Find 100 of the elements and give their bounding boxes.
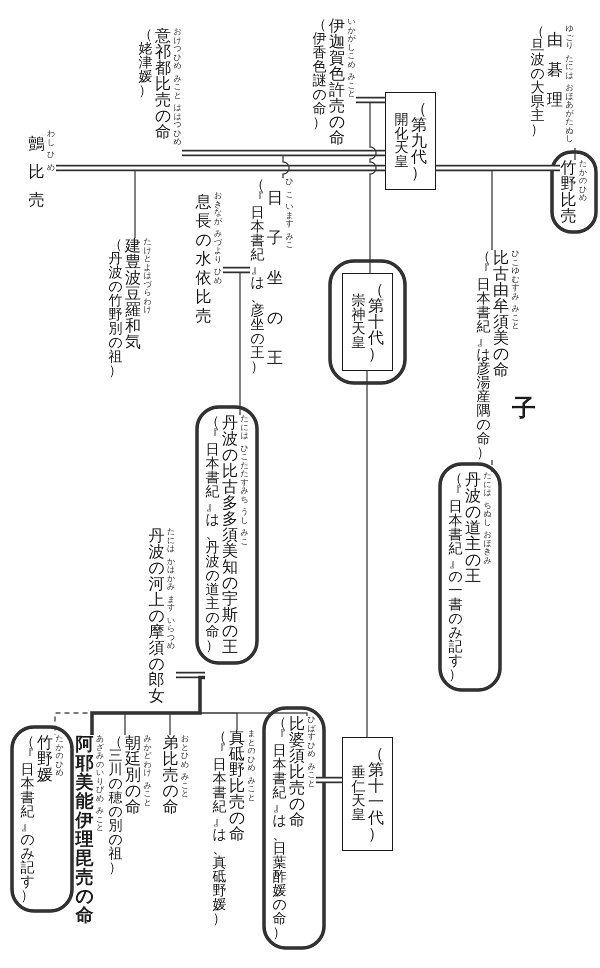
reading-text: たには xyxy=(483,472,492,498)
lineage-line xyxy=(239,272,250,415)
name-text: 丹波の道主の王 xyxy=(464,472,482,584)
reading-text: たには xyxy=(240,415,250,440)
lineage-line xyxy=(491,460,493,472)
reading-text: いかがしこめ xyxy=(347,18,356,69)
handwritten-character: 子 xyxy=(512,392,536,424)
reading-text: め xyxy=(46,164,56,172)
double-line xyxy=(316,776,342,784)
emperor-box xyxy=(342,273,394,371)
reading-text: たけとよはづらわけ xyxy=(143,238,152,314)
reading-text: みづより xyxy=(214,230,223,264)
name-text: 息長の水依比売 xyxy=(195,192,212,325)
reading-text: ひ xyxy=(46,151,56,160)
lineage-line xyxy=(199,676,308,716)
reading-text: みこと xyxy=(180,773,190,798)
name-text: 比古由牟須美の命 xyxy=(492,250,510,378)
lineage-line xyxy=(282,154,385,178)
reading-text: ひこたたすみち xyxy=(240,444,250,504)
reading-text: ひめ xyxy=(214,268,223,285)
reading-text: みこ xyxy=(240,529,250,546)
note-text: （旦波の大県主） xyxy=(530,25,545,137)
name-text: 意祁都比売の命 xyxy=(154,28,172,140)
name-text: 由碁理 xyxy=(546,29,564,111)
note-text: （三川の穂の別の祖） xyxy=(108,735,123,875)
name-text: 比婆須比売の命 xyxy=(288,716,306,828)
reading-text: ひばすひめ xyxy=(307,716,316,758)
reading-text: おきなが xyxy=(214,192,223,226)
name-text: 丹波の比古多多須美知の宇斯の王 xyxy=(222,415,238,655)
reading-text: たには xyxy=(565,54,574,80)
reading-text: います xyxy=(285,203,294,228)
emperor-box xyxy=(342,737,394,851)
lineage-line xyxy=(369,102,385,273)
name-text: 竹野媛 xyxy=(36,735,54,783)
name-text: 真砥野比売の命 xyxy=(228,730,246,842)
reading-text: みこと xyxy=(247,776,256,802)
reading-text: みこと xyxy=(173,74,182,100)
double-line xyxy=(182,150,385,156)
name-text: 丹波の河上の摩須の郎女 xyxy=(148,528,165,704)
note-text: 開化天皇 xyxy=(394,113,409,169)
reading-text: こ xyxy=(285,190,294,199)
note-text: 垂仁天皇 xyxy=(351,766,366,822)
reading-text: ひ xyxy=(285,178,294,186)
note-text: 崇神天皇 xyxy=(351,294,366,350)
lineage-line xyxy=(134,170,385,238)
note-text: （丹波の竹野別の祖） xyxy=(108,238,123,378)
reading-text: ゆごり xyxy=(565,25,574,50)
reading-text: おけつひめ xyxy=(173,28,182,70)
reading-text: おとひめ xyxy=(180,735,190,769)
name-text: 伊迦賀色許売の命 xyxy=(328,18,346,146)
lineage-line xyxy=(366,371,368,737)
reading-text: みこと xyxy=(347,73,356,98)
lineage-line xyxy=(436,170,493,250)
lineage-line xyxy=(574,148,576,160)
reading-text: かはかみ xyxy=(166,558,176,592)
reading-text: たかのひめ xyxy=(578,160,588,202)
note-text: （姥津媛） xyxy=(138,28,153,98)
reading-text: ます xyxy=(166,596,176,612)
reading-text: みこと xyxy=(511,305,520,330)
reading-text: おほあがたぬし xyxy=(565,84,574,144)
note-text: （『日本書紀』は、彦坐の王） xyxy=(250,178,265,374)
lineage-line xyxy=(90,676,205,735)
note-text: （『日本書紀』は、丹波の道主の命） xyxy=(205,415,220,653)
name-text: 弟比売の命 xyxy=(162,735,179,815)
reading-text: みこと xyxy=(307,762,316,788)
name-text: 阿耶美能伊理毘売の命 xyxy=(75,735,94,925)
name-text: 朝廷別の命 xyxy=(124,735,142,815)
reading-text: ちぬし xyxy=(483,502,492,527)
name-text: 日子坐の王 xyxy=(266,187,284,369)
reading-text: みこと xyxy=(96,807,105,832)
reading-text: ひこゆむすみ xyxy=(511,250,520,301)
name-text: 建豊波豆羅和気 xyxy=(124,238,142,350)
note-text: （『日本書紀』のみ記す） xyxy=(20,735,35,903)
reading-text: みかどわけ xyxy=(143,735,152,778)
reading-text: たには xyxy=(166,528,176,554)
reading-text: まとのひめ xyxy=(247,730,256,772)
note-text: （『日本書紀』は、真砥野媛） xyxy=(212,730,227,926)
reading-text: みこと xyxy=(143,782,152,807)
reading-text: ははつひめ xyxy=(173,104,182,146)
name-text: （第九代） xyxy=(410,101,428,181)
reading-text: いらつめ xyxy=(166,616,176,650)
name-text: 鸇比売 xyxy=(28,133,45,211)
reading-text: おほきみ xyxy=(483,531,492,565)
reading-text: みこ xyxy=(285,232,294,250)
note-text: （伊香色謎の命） xyxy=(312,18,327,130)
reading-text: うし xyxy=(240,508,250,525)
name-text: （第十一代） xyxy=(368,746,384,842)
note-text: （『日本書紀』は、日葉酢媛の命） xyxy=(272,716,287,940)
reading-text: あざみのいりびめ xyxy=(96,735,105,803)
emperor-box xyxy=(385,92,436,190)
double-line xyxy=(56,164,385,172)
note-text: （『日本書紀』は彦湯産隅の命） xyxy=(476,250,491,460)
double-line xyxy=(176,672,205,678)
reading-text: わし xyxy=(46,130,56,147)
double-line xyxy=(223,266,250,274)
double-line xyxy=(436,164,560,172)
double-line xyxy=(356,96,385,104)
name-text: 竹野比売 xyxy=(560,160,577,224)
note-text: （『日本書紀』の一書のみ記す） xyxy=(448,472,463,682)
reading-text: たかのひめ xyxy=(55,735,64,778)
